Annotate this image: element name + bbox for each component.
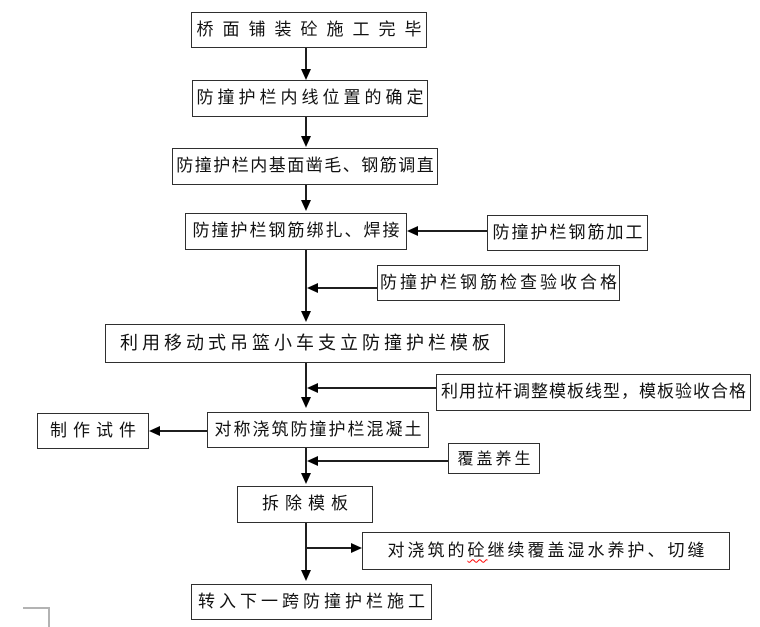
node-erect-formwork: 利用移动式吊篮小车支立防撞护栏模板 [105, 324, 505, 363]
arrow-head-left-4 [149, 426, 160, 436]
continue-wet-curing-text-pre: 对浇筑的 [387, 540, 468, 561]
node-rebar-inspection: 防撞护栏钢筋检查验收合格 [377, 265, 620, 301]
connector-rebar-fabrication [418, 230, 487, 232]
connector-make-specimen [160, 430, 207, 432]
connector-rebar-inspection [318, 287, 377, 289]
arrow-head-down-5 [301, 397, 311, 408]
node-adjust-formwork: 利用拉杆调整模板线型，模板验收合格 [436, 374, 751, 411]
continue-wet-curing-text-post: 继续覆盖湿水养护、切缝 [487, 540, 708, 561]
arrow-head-left-2 [307, 283, 318, 293]
connector-v4 [305, 250, 307, 312]
page-corner-mark-horizontal [23, 607, 50, 609]
connector-v2 [305, 117, 307, 137]
arrow-head-down-6 [301, 473, 311, 484]
connector-v5 [305, 363, 307, 398]
arrow-head-down-3 [301, 200, 311, 211]
connector-continue-curing [306, 547, 351, 549]
node-next-span: 转入下一跨防撞护栏施工 [191, 584, 432, 620]
continue-wet-curing-misspelled-word: 砼 [467, 540, 488, 561]
node-bridge-deck-complete: 桥面铺装砼施工完毕 [191, 12, 427, 48]
arrow-head-down-2 [301, 136, 311, 147]
arrow-head-right-1 [351, 543, 362, 553]
connector-v6 [305, 448, 307, 474]
node-pour-concrete: 对称浇筑防撞护栏混凝土 [207, 412, 429, 448]
arrow-head-left-3 [307, 383, 318, 393]
node-remove-formwork: 拆除模板 [237, 486, 373, 523]
arrow-head-down-4 [301, 311, 311, 322]
connector-v1 [305, 48, 307, 70]
node-rebar-tie-weld: 防撞护栏钢筋绑扎、焊接 [185, 213, 407, 250]
connector-adjust-formwork [318, 387, 436, 389]
node-surface-roughen: 防撞护栏内基面凿毛、钢筋调直 [172, 148, 438, 185]
node-continue-wet-curing: 对浇筑的砼继续覆盖湿水养护、切缝 [362, 532, 730, 570]
connector-v3 [305, 185, 307, 201]
arrow-head-down-7 [301, 570, 311, 581]
arrow-head-down-1 [301, 69, 311, 80]
arrow-head-left-1 [407, 226, 418, 236]
connector-cover-curing [318, 460, 448, 462]
node-rebar-fabrication: 防撞护栏钢筋加工 [487, 215, 648, 251]
page-corner-mark-vertical [48, 607, 50, 627]
node-inner-line-position: 防撞护栏内线位置的确定 [192, 80, 428, 117]
arrow-head-left-5 [307, 456, 318, 466]
node-cover-curing: 覆盖养生 [448, 443, 540, 474]
node-make-test-specimen: 制作试件 [37, 413, 149, 449]
